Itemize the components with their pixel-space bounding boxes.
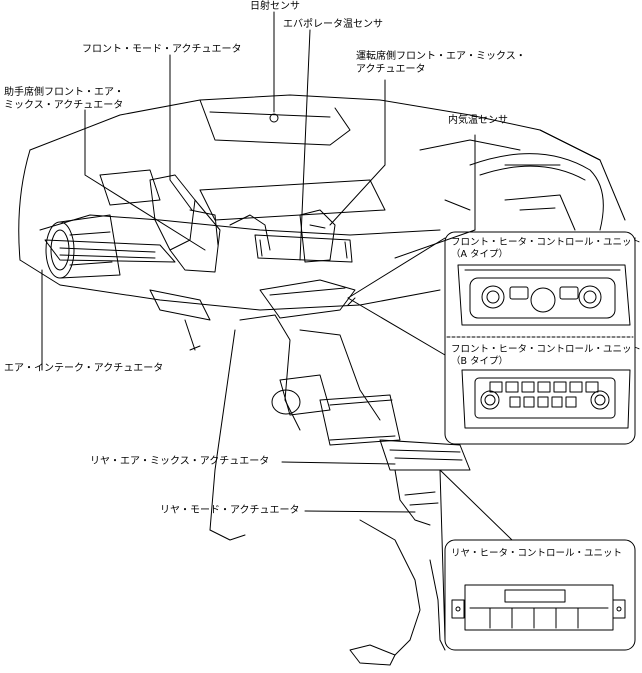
air-intake-actuator-label: エア・インテーク・アクチュエータ xyxy=(4,363,164,374)
callout-wedges xyxy=(347,237,513,641)
leader-lines xyxy=(41,11,476,513)
center-console xyxy=(209,314,471,666)
front-heater-control-b-title: フロント・ヒータ・コントロール・ユニット （B タイプ） xyxy=(451,344,642,367)
intake-unit xyxy=(45,214,121,279)
dashboard-outline xyxy=(18,94,626,311)
hvac-ducts xyxy=(149,174,386,351)
sunlight-sensor-label: 日射センサ xyxy=(250,1,300,12)
front-control-unit-a-drawing xyxy=(457,264,631,326)
front-control-unit-b-drawing xyxy=(461,369,631,429)
room-temp-sensor-label: 内気温センサ xyxy=(448,115,508,126)
steering-wheel xyxy=(444,153,604,231)
rear-air-mix-actuator-label: リヤ・エア・ミックス・アクチュエータ xyxy=(90,456,270,467)
front-control-inset-frame xyxy=(444,231,636,445)
rear-mode-actuator-label: リヤ・モード・アクチュエータ xyxy=(160,505,300,516)
front-heater-control-a-title: フロント・ヒータ・コントロール・ユニット （A タイプ） xyxy=(451,237,642,260)
rear-control-inset-frame xyxy=(444,539,636,651)
front-mode-actuator-label: フロント・モード・アクチュエータ xyxy=(82,44,242,55)
driver-front-air-mix-actuator-label: 運転席側フロント・エア・ミックス・ アクチュエータ xyxy=(356,51,526,75)
rear-heater-control-title: リヤ・ヒータ・コントロール・ユニット xyxy=(451,548,623,559)
passenger-front-air-mix-actuator-label: 助手席側フロント・エア・ ミックス・アクチュエータ xyxy=(4,87,124,111)
evaporator-temp-sensor-label: エバポレータ温センサ xyxy=(283,19,383,30)
rear-control-unit-drawing xyxy=(451,584,626,631)
